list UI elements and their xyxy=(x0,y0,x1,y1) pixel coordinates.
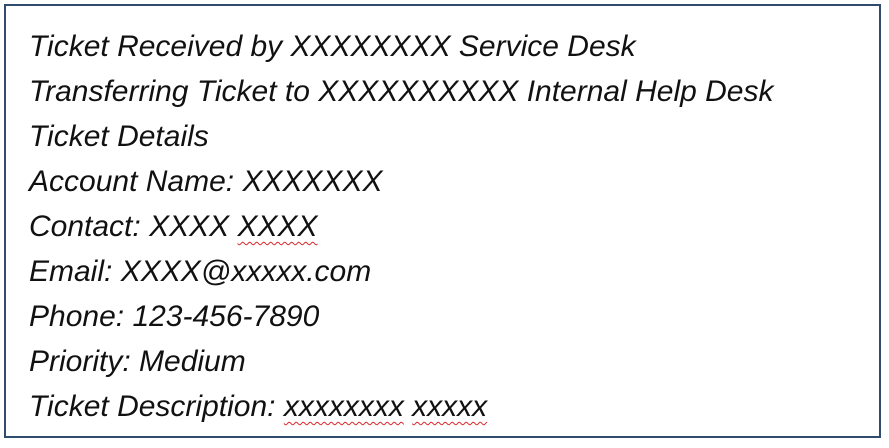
phone-label: Phone: xyxy=(29,300,125,333)
account-name-label: Account Name: xyxy=(29,165,235,198)
line-transferring-ticket: Transferring Ticket to XXXXXXXXXX Intern… xyxy=(29,69,869,114)
line-phone: Phone: 123-456-7890 xyxy=(29,294,869,339)
phone-value: 123-456-7890 xyxy=(132,300,320,333)
line-ticket-details-heading: Ticket Details xyxy=(29,114,869,159)
ticket-document-body: Ticket Received by XXXXXXXX Service Desk… xyxy=(29,24,869,429)
contact-last-name-spellcheck: XXXX xyxy=(237,210,318,243)
ticket-description-word-2-spellcheck: xxxxx xyxy=(412,390,488,423)
line-email: Email: XXXX@xxxxx.com xyxy=(29,249,869,294)
contact-label: Contact: xyxy=(29,210,141,243)
ticket-received-text: Ticket Received by XXXXXXXX Service Desk xyxy=(29,30,636,63)
ticket-document-frame: Ticket Received by XXXXXXXX Service Desk… xyxy=(4,4,881,438)
line-account-name: Account Name: XXXXXXX xyxy=(29,159,869,204)
line-contact: Contact: XXXX XXXX xyxy=(29,204,869,249)
transferring-ticket-text: Transferring Ticket to XXXXXXXXXX Intern… xyxy=(29,75,774,108)
ticket-details-heading: Ticket Details xyxy=(29,120,209,153)
contact-first-name: XXXX xyxy=(149,210,230,243)
priority-label: Priority: xyxy=(29,345,131,378)
line-ticket-description: Ticket Description: xxxxxxxx xxxxx xyxy=(29,384,869,429)
line-ticket-received: Ticket Received by XXXXXXXX Service Desk xyxy=(29,24,869,69)
email-value: XXXX@xxxxx.com xyxy=(120,255,372,288)
line-priority: Priority: Medium xyxy=(29,339,869,384)
account-name-value: XXXXXXX xyxy=(242,165,383,198)
ticket-description-label: Ticket Description: xyxy=(29,390,276,423)
priority-value: Medium xyxy=(139,345,246,378)
ticket-description-word-1-spellcheck: xxxxxxxx xyxy=(283,390,404,423)
email-label: Email: xyxy=(29,255,113,288)
